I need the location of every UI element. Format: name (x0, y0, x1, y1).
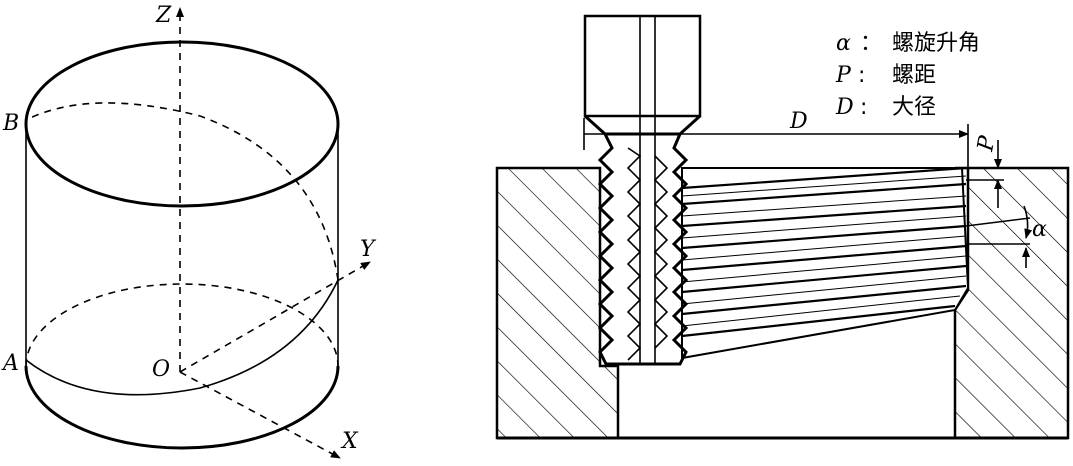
bolt-thread-left (597, 133, 689, 366)
legend-text-1: 螺旋升角 (892, 31, 980, 56)
legend-sep-2: : (858, 63, 865, 88)
legend: α ： 螺旋升角 P : 螺距 D : 大径 (835, 31, 980, 120)
cylinder-bottom-front (24, 365, 340, 450)
legend-symbol-2: P (835, 63, 852, 88)
helix-angle-arc (1023, 205, 1033, 239)
point-a-label: A (1, 351, 19, 376)
helix-front-curve (25, 279, 339, 396)
cylinder-top-ellipse (24, 40, 340, 208)
workpiece-hatched-right (953, 166, 1070, 440)
thread-section-figure: D P α α ： 螺旋升角 P : 螺距 D : 大径 (495, 14, 1070, 440)
helix-back-curve (25, 102, 339, 281)
y-axis-label: Y (360, 237, 377, 262)
legend-sep-3: : (860, 95, 867, 120)
bolt-head (583, 14, 702, 118)
unrolled-thread-band (681, 167, 970, 360)
cylinder-bottom-back (25, 283, 339, 367)
legend-sep-1: ： (860, 31, 882, 56)
legend-symbol-3: D (835, 95, 854, 120)
dim-p-label: P (973, 133, 1001, 154)
origin-label: O (152, 357, 170, 382)
legend-text-3: 大径 (892, 95, 936, 120)
y-axis (179, 261, 371, 373)
dim-d-label: D (789, 109, 808, 134)
legend-text-2: 螺距 (892, 63, 936, 88)
helix-cylinder-figure: Z Y X O B A (1, 3, 377, 459)
angle-alpha-label: α (1032, 217, 1047, 242)
x-axis (179, 371, 341, 459)
point-b-label: B (2, 111, 19, 136)
x-axis-label: X (340, 429, 359, 454)
thread-helix-lines (681, 166, 967, 338)
legend-symbol-1: α (836, 31, 851, 56)
z-axis-label: Z (155, 3, 172, 28)
